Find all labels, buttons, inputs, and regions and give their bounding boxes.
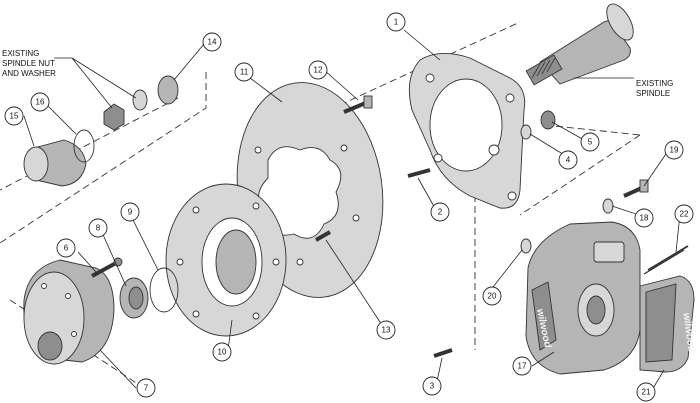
callout-number: 10 bbox=[218, 348, 227, 357]
callout-16: 16 bbox=[30, 92, 50, 112]
callout-circle bbox=[386, 12, 406, 32]
callout-3: 3 bbox=[422, 376, 442, 396]
rotor-hat bbox=[165, 183, 287, 337]
callout-17: 17 bbox=[512, 356, 532, 376]
callout-12: 12 bbox=[308, 60, 328, 80]
callout-circle bbox=[88, 218, 108, 238]
callout-circle bbox=[558, 150, 578, 170]
existing-spindle-nut-line-3: AND WASHER bbox=[2, 69, 56, 78]
callout-number: 21 bbox=[642, 388, 651, 397]
callout-circle bbox=[664, 140, 684, 160]
callout-number: 3 bbox=[430, 382, 435, 391]
callout-number: 20 bbox=[488, 292, 497, 301]
callout-number: 19 bbox=[670, 146, 679, 155]
callout-2: 2 bbox=[430, 202, 450, 222]
callout-5: 5 bbox=[580, 132, 600, 152]
callout-circle bbox=[430, 202, 450, 222]
callout-circle bbox=[120, 202, 140, 222]
callout-circle bbox=[422, 376, 442, 396]
callout-13: 13 bbox=[376, 320, 396, 340]
callout-number: 9 bbox=[128, 208, 133, 217]
existing-spindle-nut-line-2: SPINDLE NUT bbox=[2, 59, 55, 68]
bolts bbox=[315, 95, 649, 358]
callout-circle bbox=[234, 62, 254, 82]
callout-number: 13 bbox=[382, 326, 391, 335]
callout-circle bbox=[30, 92, 50, 112]
callout-19: 19 bbox=[664, 140, 684, 160]
callout-18: 18 bbox=[634, 208, 654, 228]
dust-cap bbox=[23, 129, 95, 187]
callout-number: 14 bbox=[208, 38, 217, 47]
callout-number: 2 bbox=[438, 208, 443, 217]
caliper: wilwood bbox=[525, 221, 641, 375]
callout-9: 9 bbox=[120, 202, 140, 222]
callout-22: 22 bbox=[674, 204, 694, 224]
callout-number: 5 bbox=[588, 138, 593, 147]
callout-circle bbox=[634, 208, 654, 228]
callout-number: 16 bbox=[36, 98, 45, 107]
callout-10: 10 bbox=[212, 342, 232, 362]
callout-4: 4 bbox=[558, 150, 578, 170]
callout-number: 1 bbox=[394, 18, 399, 27]
callout-circle bbox=[674, 204, 694, 224]
callout-number: 17 bbox=[518, 362, 527, 371]
callout-circle bbox=[136, 378, 156, 398]
callout-number: 8 bbox=[96, 224, 101, 233]
callout-6: 6 bbox=[56, 238, 76, 258]
callout-circle bbox=[580, 132, 600, 152]
callout-circle bbox=[4, 106, 24, 126]
callout-number: 4 bbox=[566, 156, 571, 165]
callout-circle bbox=[512, 356, 532, 376]
callout-circle bbox=[202, 32, 222, 52]
brake-pads: wilwood bbox=[639, 275, 697, 373]
callout-circle bbox=[376, 320, 396, 340]
callout-11: 11 bbox=[234, 62, 254, 82]
callout-circle bbox=[308, 60, 328, 80]
pad-retaining-pin bbox=[643, 245, 689, 275]
callout-circle bbox=[482, 286, 502, 306]
callout-8: 8 bbox=[88, 218, 108, 238]
callout-number: 12 bbox=[314, 66, 323, 75]
caliper-bracket bbox=[408, 53, 526, 209]
existing-spindle bbox=[525, 3, 634, 86]
callout-number: 11 bbox=[240, 68, 249, 77]
existing-spindle-line-2: SPINDLE bbox=[636, 89, 670, 98]
spindle-nut-washer bbox=[103, 75, 179, 131]
bearing-and-seal bbox=[119, 267, 179, 319]
callout-circle bbox=[212, 342, 232, 362]
existing-spindle-line-1: EXISTING bbox=[636, 79, 673, 88]
washers bbox=[520, 110, 614, 254]
callout-number: 22 bbox=[680, 210, 689, 219]
callout-number: 15 bbox=[10, 112, 19, 121]
callout-21: 21 bbox=[636, 382, 656, 402]
callout-1: 1 bbox=[386, 12, 406, 32]
callout-number: 6 bbox=[64, 244, 69, 253]
existing-spindle-label: EXISTING SPINDLE bbox=[636, 79, 676, 98]
callout-20: 20 bbox=[482, 286, 502, 306]
callout-number: 18 bbox=[640, 214, 649, 223]
hub bbox=[23, 259, 115, 365]
callout-circle bbox=[56, 238, 76, 258]
existing-spindle-nut-label: EXISTING SPINDLE NUT AND WASHER bbox=[2, 49, 57, 78]
existing-spindle-nut-line-1: EXISTING bbox=[2, 49, 39, 58]
callout-circle bbox=[636, 382, 656, 402]
leader-lines bbox=[23, 29, 681, 391]
callout-14: 14 bbox=[202, 32, 222, 52]
callout-7: 7 bbox=[136, 378, 156, 398]
callout-15: 15 bbox=[4, 106, 24, 126]
callout-number: 7 bbox=[144, 384, 149, 393]
